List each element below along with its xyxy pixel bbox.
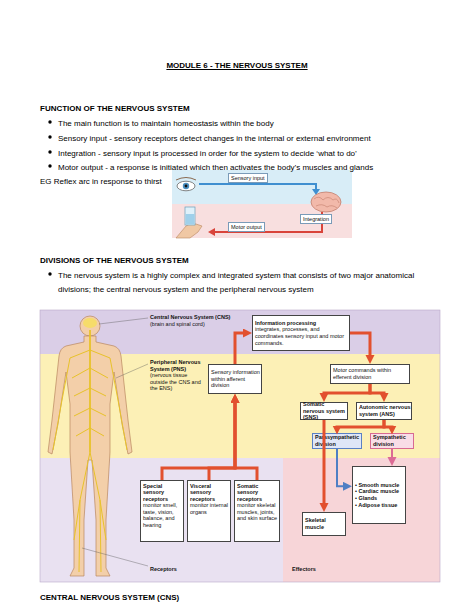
- signal-arrow: [235, 401, 257, 480]
- node-heading: Somatic nervous system (SNS): [303, 401, 347, 421]
- bullet-text: Integration - sensory input is processed…: [58, 147, 448, 161]
- node-heading: Information processing: [255, 320, 349, 327]
- signal-arrow: [384, 420, 392, 428]
- pns-band: Peripheral Nervous System (PNS)(nervous …: [40, 354, 440, 458]
- node-heading: Peripheral Nervous System (PNS): [150, 359, 206, 372]
- node-heading: Parasympathetic division: [315, 434, 361, 447]
- node-heading: Visceral sensory receptors: [190, 483, 230, 503]
- node-heading: Special sensory receptors: [143, 483, 183, 503]
- node-heading: • Cardiac muscle: [355, 488, 399, 495]
- process-box: Motor commands within efferent division: [330, 364, 410, 384]
- node-heading: Autonomic nervous system (ANS): [359, 404, 411, 417]
- signal-arrow: [209, 401, 235, 480]
- reflex-label: Integration: [300, 214, 332, 224]
- process-box: Information processingintegrates, proces…: [252, 315, 350, 351]
- text-group: Parasympathetic division: [315, 434, 361, 447]
- text-group: Somatic sensory receptorsmonitor skeleta…: [237, 483, 279, 523]
- section-heading: FUNCTION OF THE NERVOUS SYSTEM: [40, 102, 440, 116]
- text-group: Somatic nervous system (SNS): [303, 401, 347, 421]
- effector-box: • Smooth muscle• Cardiac muscle• Glands•…: [352, 466, 406, 524]
- reflex-arc-illustration: [172, 170, 352, 238]
- receptor-box: Somatic sensory receptorsmonitor skeleta…: [234, 480, 280, 542]
- signal-arrow: [323, 420, 326, 505]
- text-group: Autonomic nervous system (ANS): [359, 404, 411, 417]
- text-group: • Smooth muscle• Cardiac muscle• Glands•…: [355, 482, 399, 508]
- effector-box: Skeletal muscle: [302, 512, 346, 536]
- page-title: MODULE 6 - THE NERVOUS SYSTEM: [0, 61, 474, 71]
- cns-band: Central Nervous System (CNS)(brain and s…: [40, 310, 440, 354]
- signal-arrow: [337, 420, 384, 428]
- signal-arrow: [162, 401, 235, 480]
- node-text: monitor skeletal muscles, joints, and sk…: [237, 502, 279, 522]
- node-heading: • Glands: [355, 495, 399, 502]
- division-box: Sympathetic division: [370, 433, 414, 449]
- signal-arrow: [370, 384, 384, 395]
- text-group: Effectors: [292, 566, 352, 573]
- bullet-dots: [48, 120, 51, 275]
- bullet-text: Sensory input - sensory receptors detect…: [58, 132, 448, 146]
- signal-arrow: [350, 333, 370, 357]
- node-text: (nervous tissue outside the CNS and the …: [150, 372, 206, 392]
- node-heading: Somatic sensory receptors: [237, 483, 279, 503]
- text-group: Sensory information within afferent divi…: [211, 369, 261, 389]
- signal-arrow: [391, 449, 393, 459]
- process-box: Sensory information within afferent divi…: [208, 364, 262, 394]
- division-box: Parasympathetic division: [312, 433, 362, 449]
- text-group: Skeletal muscle: [305, 517, 345, 530]
- process-box: Autonomic nervous system (ANS): [356, 402, 412, 420]
- signal-arrow: [235, 333, 245, 364]
- node-text: (brain and spinal cord): [150, 321, 250, 328]
- node-text: Motor commands within efferent division: [333, 367, 409, 380]
- bullet-text: The nervous system is a highly complex a…: [58, 269, 418, 297]
- node-heading: • Smooth muscle: [355, 482, 399, 489]
- signal-arrow: [337, 449, 345, 486]
- example-note: EG Reflex arc in response to thirst: [40, 175, 175, 189]
- node-text: Sensory information within afferent divi…: [211, 369, 261, 389]
- text-group: Information processingintegrates, proces…: [255, 320, 349, 346]
- node-text: monitor smell, taste, vision, balance, a…: [143, 502, 183, 528]
- section-heading: DIVISIONS OF THE NERVOUS SYSTEM: [40, 254, 440, 268]
- text-group: Central Nervous System (CNS)(brain and s…: [150, 314, 250, 327]
- text-group: Special sensory receptorsmonitor smell, …: [143, 483, 183, 529]
- node-heading: • Adipose tissue: [355, 502, 399, 509]
- signal-arrow: [324, 384, 370, 395]
- receptors-band: ReceptorsSpecial sensory receptorsmonito…: [40, 458, 283, 582]
- bullet-text: The main function is to maintain homeost…: [58, 117, 448, 131]
- text-group: Sympathetic division: [373, 434, 413, 447]
- text-group: Visceral sensory receptorsmonitor intern…: [190, 483, 230, 516]
- node-heading: Skeletal muscle: [305, 517, 345, 530]
- text-group: Motor commands within efferent division: [333, 367, 409, 380]
- node-heading: Sympathetic division: [373, 434, 413, 447]
- node-text: monitor internal organs: [190, 502, 230, 515]
- reflex-label: Motor output: [228, 222, 265, 232]
- node-heading: Central Nervous System (CNS): [150, 314, 250, 321]
- process-box: Somatic nervous system (SNS): [300, 402, 348, 420]
- receptor-box: Visceral sensory receptorsmonitor intern…: [187, 480, 231, 542]
- receptor-box: Special sensory receptorsmonitor smell, …: [140, 480, 184, 542]
- section-heading: CENTRAL NERVOUS SYSTEM (CNS): [40, 591, 440, 605]
- node-text: integrates, processes, and coordinates s…: [255, 326, 349, 346]
- text-group: Peripheral Nervous System (PNS)(nervous …: [150, 359, 206, 392]
- text-group: Receptors: [150, 566, 210, 573]
- reflex-label: Sensory input: [228, 173, 268, 183]
- effectors-band: EffectorsSkeletal muscle• Smooth muscle•…: [283, 458, 440, 582]
- node-heading: Effectors: [292, 566, 352, 573]
- node-heading: Receptors: [150, 566, 210, 573]
